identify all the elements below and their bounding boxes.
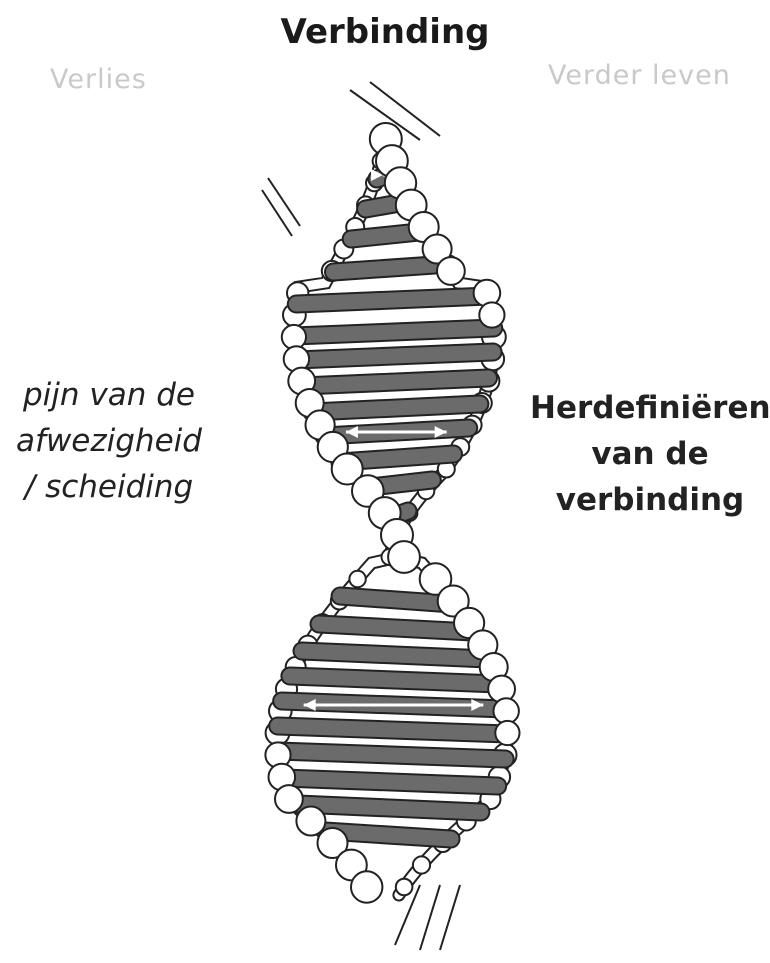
base-pair-rung [319, 624, 472, 632]
nucleotide-bead [296, 807, 325, 836]
nucleotide-bead [349, 571, 365, 587]
nucleotide-bead [351, 871, 382, 902]
base-pair-rung [294, 328, 494, 336]
nucleotide-bead [413, 856, 430, 873]
nucleotide-bead [275, 785, 303, 813]
base-pair-rung [290, 676, 499, 684]
strand-tail [440, 885, 460, 950]
strand-tail [268, 178, 300, 226]
base-pair-rung [312, 404, 480, 412]
base-pair-rung [302, 378, 489, 386]
base-pair-rung [334, 264, 450, 272]
base-pair-rung [296, 352, 493, 360]
strand-tail [420, 885, 440, 950]
base-pair-rung [296, 296, 489, 304]
base-pair-rung [340, 596, 452, 604]
base-pair-rung [302, 651, 488, 659]
base-pair-rung [283, 778, 498, 786]
nucleotide-bead [494, 698, 519, 723]
nucleotide-bead [396, 879, 413, 896]
strand-tail [262, 190, 292, 236]
nucleotide-bead [479, 302, 504, 327]
nucleotide-bead [437, 257, 465, 285]
base-pair-rung [298, 804, 481, 812]
nucleotide-bead [282, 325, 306, 349]
base-pair-rung [278, 751, 505, 759]
base-pair-rung [278, 726, 508, 734]
nucleotide-bead [388, 541, 420, 573]
nucleotide-bead [495, 721, 519, 745]
